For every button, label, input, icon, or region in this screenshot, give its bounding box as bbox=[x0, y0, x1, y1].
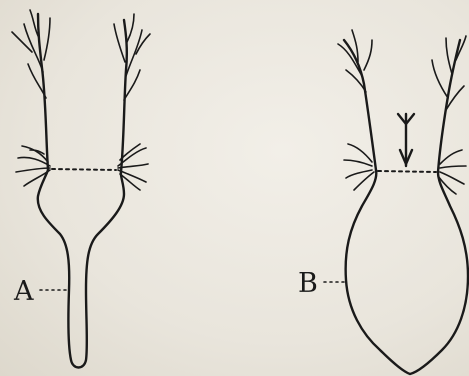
figure-b bbox=[324, 30, 468, 374]
figure-b-left-branches bbox=[338, 30, 376, 170]
figure-a bbox=[12, 10, 150, 368]
figure-b-left-rootlets bbox=[344, 144, 374, 190]
figure-a-left-branches bbox=[12, 10, 50, 170]
label-b: B bbox=[298, 270, 318, 297]
figure-b-arrow-marker bbox=[398, 114, 414, 166]
figure-b-right-branches bbox=[432, 36, 466, 172]
figure-a-body-outline bbox=[38, 170, 124, 368]
figure-a-dotted-line bbox=[52, 169, 116, 170]
label-a: A bbox=[14, 278, 34, 305]
figure-b-body-outline bbox=[346, 170, 468, 374]
figure-b-dotted-line bbox=[378, 171, 436, 172]
